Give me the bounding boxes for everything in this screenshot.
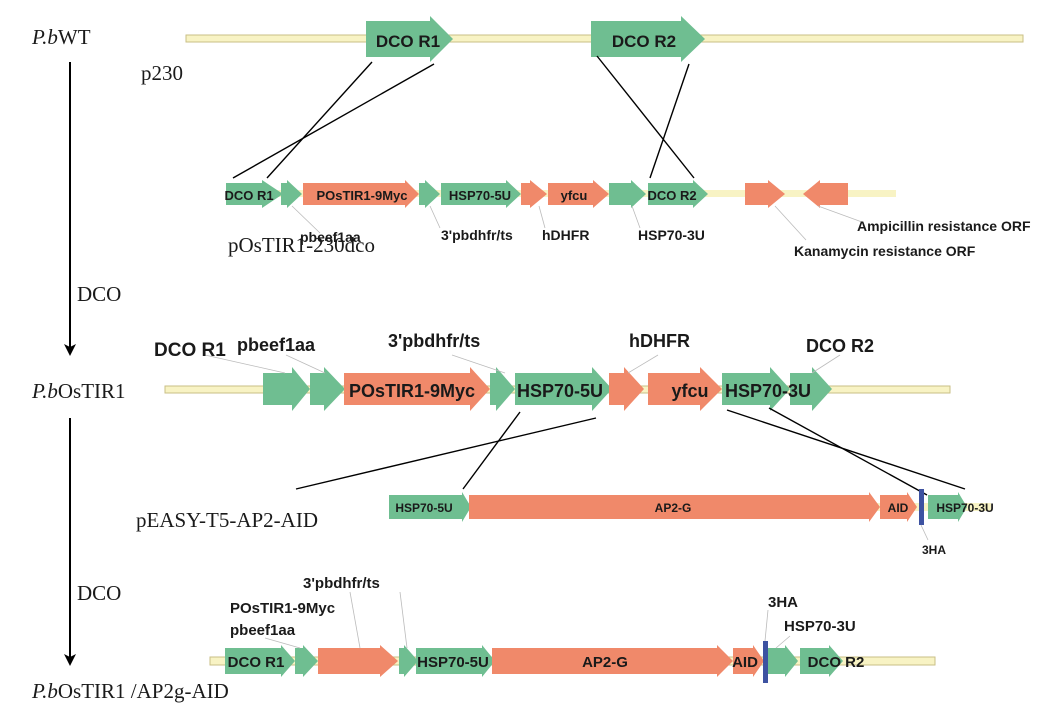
final-hsp70-5u-arrow (416, 645, 495, 677)
final-postir1-annot: POsTIR1-9Myc (230, 600, 335, 617)
ostir1-dco-r2-arrow (790, 367, 832, 411)
final-hsp70-3u-arrow (768, 645, 798, 677)
postir1-pbeef1aa-annot: pbeef1aa (300, 229, 361, 245)
ostir1-pbdhfr-annot: 3'pbdhfr/ts (388, 331, 480, 351)
postir1-hsp70-5u-label: HSP70-5U (449, 188, 511, 203)
process-step-1-label: DCO (77, 282, 121, 306)
postir1-postir1-label: POsTIR1-9Myc (316, 188, 407, 203)
final-aid-label: AID (732, 654, 758, 671)
postir1-pbeef1aa-arrow (281, 180, 302, 208)
p230-name: p230 (141, 61, 183, 85)
peasy-name: pEASY-T5-AP2-AID (136, 508, 318, 532)
final-dco-r1-label: DCO R1 (228, 654, 285, 671)
postir1-dco-r1-arrow (226, 180, 283, 208)
crossover-lines-2 (295, 407, 966, 496)
ostir1-postir1-arrow (344, 367, 490, 411)
peasy-ap2g-arrow (469, 492, 880, 522)
peasy-aid-label: AID (888, 501, 909, 515)
postir1-hsp70-5u-arrow (441, 180, 521, 208)
postir1-kan-arrow (745, 180, 785, 208)
svg-text:P.bWT: P.bWT (31, 25, 91, 49)
final-ap2g-label: AP2-G (582, 654, 628, 671)
postir1-dco-r1-label: DCO R1 (224, 188, 273, 203)
final-pbdhfr-annot: 3'pbdhfr/ts (303, 575, 380, 592)
peasy-hsp70-3u-label: HSP70-3U (936, 501, 993, 515)
final-3ha-annot: 3HA (768, 594, 798, 611)
peasy-hsp70-5u-label: HSP70-5U (395, 501, 452, 515)
svg-text:P.bOsTIR1: P.bOsTIR1 (31, 379, 126, 403)
p230-dco-r1-arrow (366, 16, 453, 62)
final-dco-r1-arrow (225, 645, 295, 677)
postir1-hsp70-3u-annot: HSP70-3U (638, 227, 705, 243)
postir1-amp-annot: Ampicillin resistance ORF (857, 218, 1031, 234)
peasy-ap2g-label: AP2-G (655, 501, 692, 515)
ostir1-pbeef1aa-arrow (310, 367, 345, 411)
ostir1-hdhfr-annot: hDHFR (629, 331, 690, 351)
ostir1-dco-r2-annot: DCO R2 (806, 336, 874, 356)
peasy-hsp70-5u-arrow (389, 492, 471, 522)
ostir1-locus: POsTIR1-9Myc HSP70-5U yfcu HSP70-3U DCO … (154, 331, 951, 411)
postir1-postir1-arrow (303, 180, 419, 208)
ostir1-dco-r1-arrow (263, 367, 310, 411)
final-3ha-tag (763, 641, 768, 683)
svg-text:P.bOsTIR1 /AP2g-AID: P.bOsTIR1 /AP2g-AID (31, 679, 229, 703)
final-locus: DCO R1 HSP70-5U AP2-G AID DCO R2 3'pbdhf… (209, 575, 936, 683)
strain-label-ostir1: P.bOsTIR1 (31, 379, 126, 403)
postir1-dco-r2-arrow (648, 180, 708, 208)
p230-dco-r2-label: DCO R2 (612, 32, 676, 51)
peasy-construct: HSP70-5U AP2-G AID HSP70-3U 3HA pEASY-T5… (136, 489, 994, 557)
final-dco-r2-arrow (800, 645, 843, 677)
ostir1-dco-r1-annot: DCO R1 (154, 340, 226, 361)
ostir1-pbdhfr-arrow (490, 367, 515, 411)
process-step-2-label: DCO (77, 581, 121, 605)
postir1-hdhfr-annot: hDHFR (542, 227, 589, 243)
postir1-yfcu-label: yfcu (561, 188, 588, 203)
postir1-hdhfr-arrow (521, 180, 547, 208)
final-hsp70-5u-label: HSP70-5U (417, 654, 489, 671)
crossover-lines-1 (232, 55, 695, 179)
final-ap2g-arrow (492, 645, 733, 677)
ostir1-yfcu-arrow (648, 367, 722, 411)
final-pbdhfr-arrow (399, 645, 418, 677)
final-hsp70-3u-annot: HSP70-3U (784, 618, 856, 635)
ostir1-hsp70-3u-arrow (722, 367, 790, 411)
ostir1-pbeef1aa-annot: pbeef1aa (237, 335, 316, 355)
final-pbeef1aa-arrow (295, 645, 318, 677)
postir1-kan-annot: Kanamycin resistance ORF (794, 243, 976, 259)
postir1-amp-arrow (803, 180, 848, 208)
p230-dco-r1-label: DCO R1 (376, 32, 440, 51)
peasy-hsp70-3u-arrow (928, 492, 967, 522)
postir1-yfcu-arrow (548, 180, 609, 208)
postir1-dco-r2-label: DCO R2 (647, 188, 696, 203)
postir1-pbdhfr-annot: 3'pbdhfr/ts (441, 227, 513, 243)
final-dco-r2-label: DCO R2 (808, 654, 865, 671)
strain-label-final: P.bOsTIR1 /AP2g-AID (31, 679, 229, 703)
ostir1-yfcu-label: yfcu (671, 381, 708, 401)
postir1-name: pOsTIR1-230dco (228, 233, 375, 257)
p230-dco-r2-arrow (591, 16, 705, 62)
final-postir1-arrow (318, 645, 398, 677)
peasy-3ha-annot: 3HA (922, 543, 946, 557)
ostir1-hdhfr-arrow (609, 367, 644, 411)
postir1-construct: DCO R1 POsTIR1-9Myc HSP70-5U yfcu DCO R2… (224, 180, 1031, 259)
ostir1-hsp70-3u-label: HSP70-3U (725, 381, 811, 401)
peasy-3ha-tag (919, 489, 924, 525)
final-aid-arrow (733, 645, 764, 677)
postir1-hsp70-3u-arrow (609, 180, 646, 208)
postir1-pbdhfr-arrow (419, 180, 440, 208)
final-pbeef1aa-annot: pbeef1aa (230, 622, 296, 639)
p230-construct: DCO R1 DCO R2 p230 (141, 16, 1024, 85)
ostir1-postir1-label: POsTIR1-9Myc (349, 381, 475, 401)
peasy-aid-arrow (880, 492, 917, 522)
strain-label-wt: P.bWT (31, 25, 91, 49)
ostir1-hsp70-5u-arrow (515, 367, 612, 411)
ostir1-hsp70-5u-label: HSP70-5U (517, 381, 603, 401)
